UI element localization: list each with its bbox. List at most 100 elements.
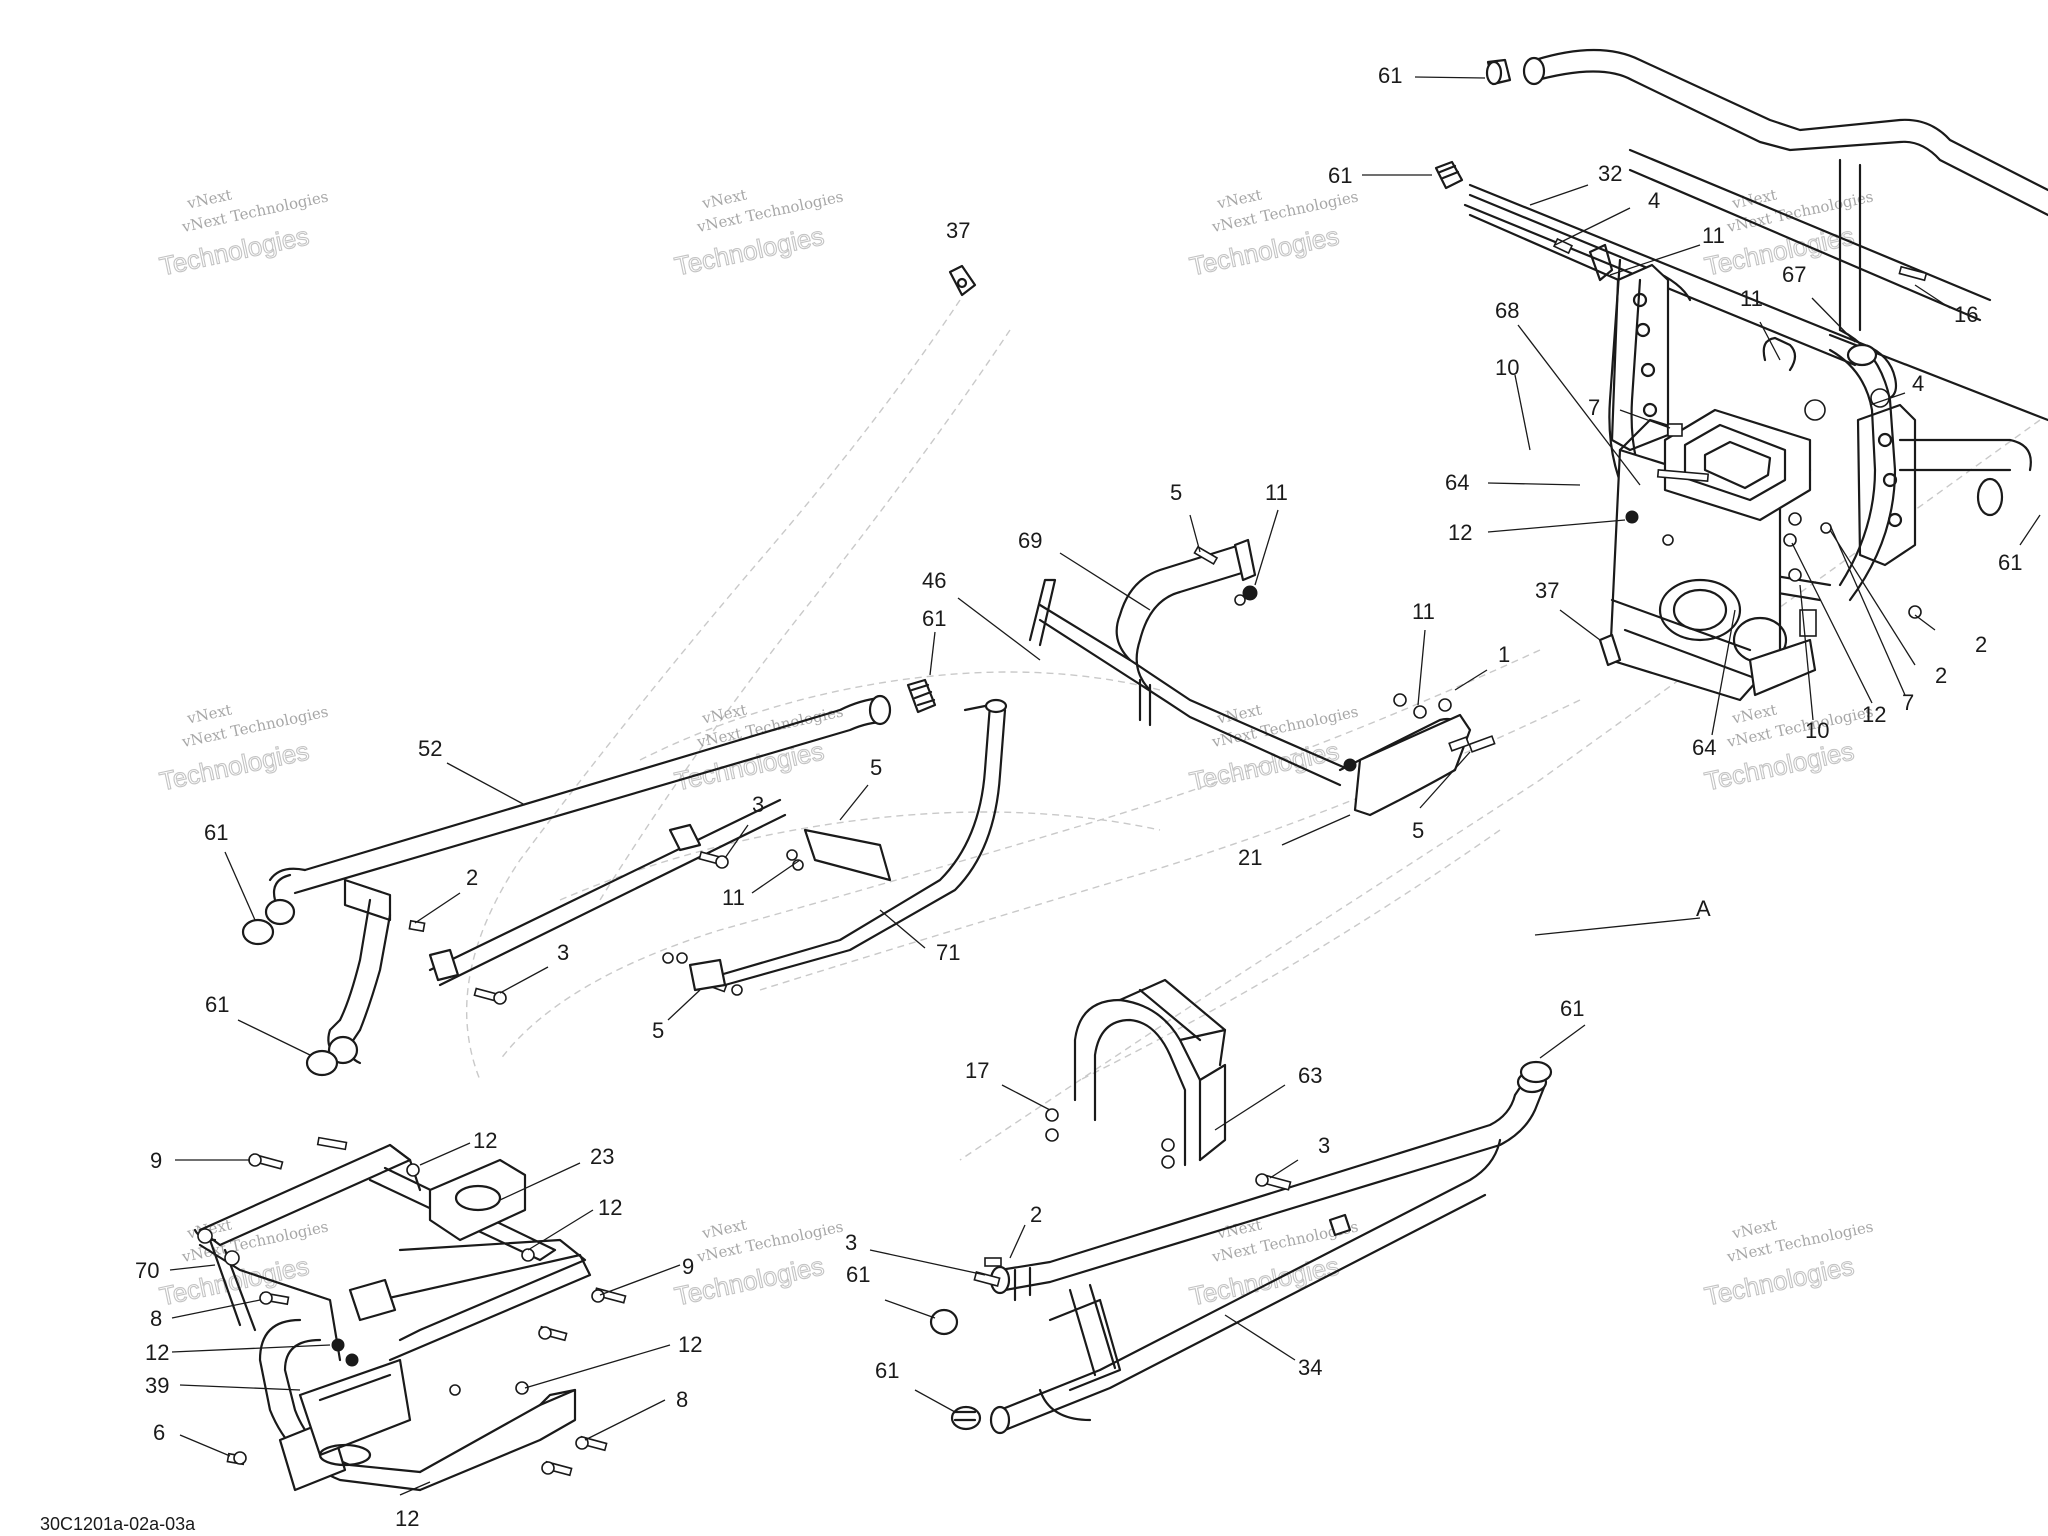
part-17-nuts — [1045, 1108, 1175, 1169]
callout-12: 12 — [1448, 520, 1472, 545]
watermark-line2: Technologies — [1702, 221, 1857, 282]
callout-32: 32 — [1598, 161, 1622, 186]
callout-70: 70 — [135, 1258, 159, 1283]
part-61-grommet-center — [906, 678, 937, 714]
callout-3: 3 — [1318, 1133, 1330, 1158]
callout-11: 11 — [1265, 480, 1288, 505]
callout-7: 7 — [1902, 690, 1914, 715]
callout-3: 3 — [752, 792, 764, 817]
part-37-clip — [948, 264, 977, 297]
watermark: vNext vNext Technologies Technologies — [156, 701, 330, 797]
callout-3: 3 — [557, 940, 569, 965]
watermark-line2: Technologies — [1702, 736, 1857, 797]
callout-68: 68 — [1495, 298, 1519, 323]
callout-4: 4 — [1912, 371, 1924, 396]
callout-5: 5 — [870, 755, 882, 780]
callout-12: 12 — [395, 1506, 419, 1531]
watermark-line2: Technologies — [1187, 736, 1342, 797]
callout-64: 64 — [1445, 470, 1469, 495]
callout-3: 3 — [845, 1230, 857, 1255]
callout-7: 7 — [1588, 395, 1600, 420]
part-70-hitch-frame — [193, 1143, 592, 1362]
watermark-line2: Technologies — [157, 221, 312, 282]
callouts: 61 61 32 4 11 67 16 11 68 10 4 7 64 12 6… — [135, 63, 2022, 1531]
callout-11: 11 — [1412, 599, 1435, 624]
callout-12: 12 — [145, 1340, 169, 1365]
callout-2: 2 — [466, 865, 478, 890]
callout-23: 23 — [590, 1144, 614, 1169]
callout-17: 17 — [965, 1058, 989, 1083]
callout-2: 2 — [1030, 1202, 1042, 1227]
part-61-end-cap — [1485, 58, 1512, 86]
part-61-end-cap-left-lower — [305, 1049, 339, 1077]
callout-37: 37 — [946, 218, 970, 243]
part-61-end-cap-lower-bottom — [950, 1405, 982, 1431]
callout-9: 9 — [682, 1254, 694, 1279]
watermark: vNext vNext Technologies Technologies — [156, 186, 330, 282]
callout-34: 34 — [1298, 1355, 1322, 1380]
watermark: vNext vNext Technologies Technologies — [1701, 701, 1875, 797]
callout-12: 12 — [1862, 702, 1886, 727]
callout-12: 12 — [598, 1195, 622, 1220]
callout-61: 61 — [1378, 63, 1402, 88]
part-21-side-bracket — [1343, 693, 1496, 817]
callout-71: 71 — [936, 940, 960, 965]
callout-64: 64 — [1692, 735, 1716, 760]
part-61-end-cap-lower-right — [1519, 1060, 1553, 1084]
callout-61: 61 — [1560, 996, 1584, 1021]
callout-10: 10 — [1495, 355, 1519, 380]
callout-4: 4 — [1648, 188, 1660, 213]
diagram-code: 30C1201a-02a-03a — [40, 1514, 196, 1534]
callout-61: 61 — [205, 992, 229, 1017]
callout-8: 8 — [676, 1387, 688, 1412]
part-63-u-bracket — [1073, 978, 1227, 1167]
callout-61: 61 — [204, 820, 228, 845]
callout-10: 10 — [1805, 718, 1829, 743]
callout-61: 61 — [1328, 163, 1352, 188]
watermark-line2: Technologies — [1187, 221, 1342, 282]
hardware-bolts-lower-left — [226, 1136, 627, 1477]
part-39-bumper-loop — [258, 1318, 577, 1492]
callout-2: 2 — [1935, 663, 1947, 688]
callout-61: 61 — [922, 606, 946, 631]
callout-1: 1 — [1498, 642, 1510, 667]
part-61-end-cap-lower-mid — [929, 1308, 959, 1336]
callout-5: 5 — [652, 1018, 664, 1043]
watermark-line2: Technologies — [672, 221, 827, 282]
callout-2: 2 — [1975, 632, 1987, 657]
callout-16: 16 — [1954, 302, 1978, 327]
hardware-bolts-upper-right — [1552, 237, 1928, 667]
part-61-grommet — [1434, 160, 1464, 190]
callout-61: 61 — [1998, 550, 2022, 575]
leader-lines — [169, 76, 2041, 1496]
callout-12: 12 — [473, 1128, 497, 1153]
part-61-end-cap-left-upper — [241, 918, 275, 946]
callout-5: 5 — [1170, 480, 1182, 505]
callout-67: 67 — [1782, 262, 1806, 287]
hardware-bolts-lower-mid — [973, 1173, 1292, 1287]
callout-9: 9 — [150, 1148, 162, 1173]
callout-12: 12 — [678, 1332, 702, 1357]
callout-8: 8 — [150, 1306, 162, 1331]
callout-5: 5 — [1412, 818, 1424, 843]
watermark: vNext vNext Technologies Technologies — [671, 701, 845, 797]
callout-6: 6 — [153, 1420, 165, 1445]
part-68-rear-frame-bracket — [1468, 193, 2032, 602]
callout-11: 11 — [722, 885, 745, 910]
watermark: vNext vNext Technologies Technologies — [1186, 701, 1360, 797]
callout-A: A — [1696, 896, 1711, 921]
watermark-line2: Technologies — [157, 736, 312, 797]
callout-37: 37 — [1535, 578, 1559, 603]
callout-61: 61 — [875, 1358, 899, 1383]
callout-61: 61 — [846, 1262, 870, 1287]
watermark-line2: Technologies — [1702, 1251, 1857, 1312]
callout-63: 63 — [1298, 1063, 1322, 1088]
part-71-support-tube — [688, 698, 1008, 992]
callout-52: 52 — [418, 736, 442, 761]
callout-69: 69 — [1018, 528, 1042, 553]
callout-46: 46 — [922, 568, 946, 593]
callout-39: 39 — [145, 1373, 169, 1398]
watermark-line2: Technologies — [672, 1251, 827, 1312]
